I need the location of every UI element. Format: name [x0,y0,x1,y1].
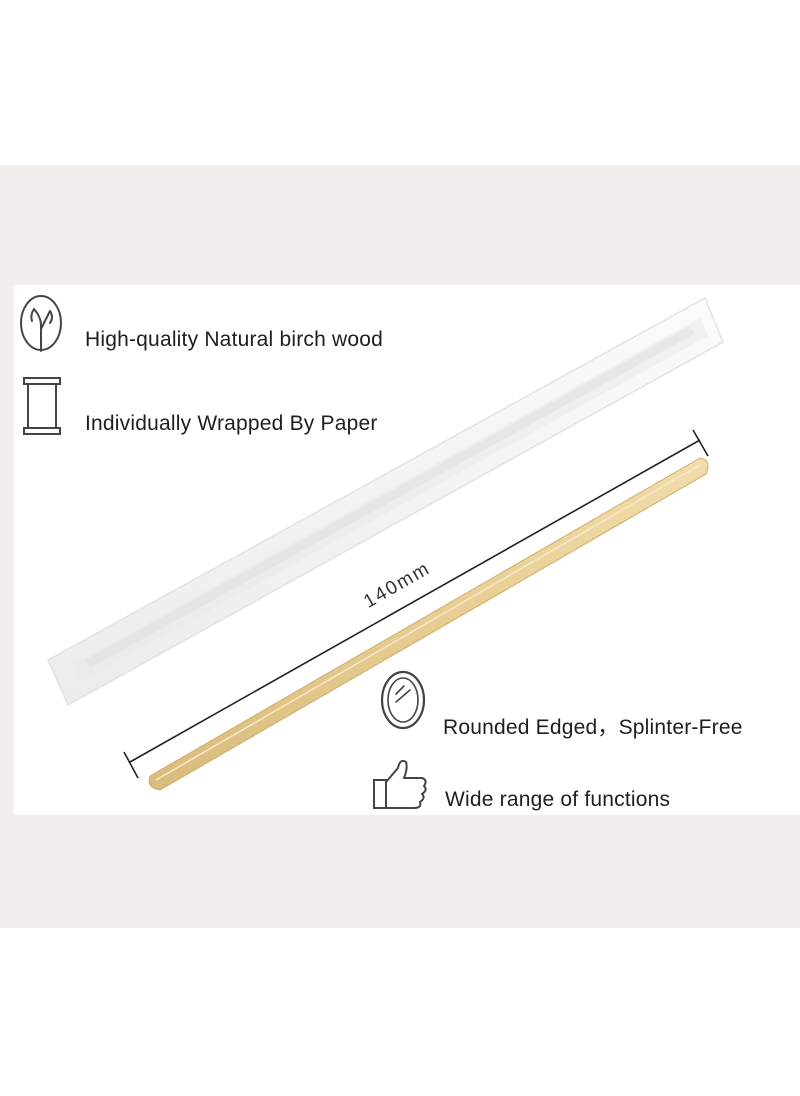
feature-wood-label: High-quality Natural birch wood [85,328,384,351]
feature-use-label: Wide range of functions [445,788,671,811]
paper-roll-icon [23,377,61,435]
feature-wrap-label: Individually Wrapped By Paper [85,412,378,435]
thumbs-up-icon [373,759,427,809]
rounded-stick-icon [380,670,426,730]
feature-edge-label: Rounded Edged，Splinter-Free [443,716,743,739]
tree-branch-icon [20,295,62,352]
